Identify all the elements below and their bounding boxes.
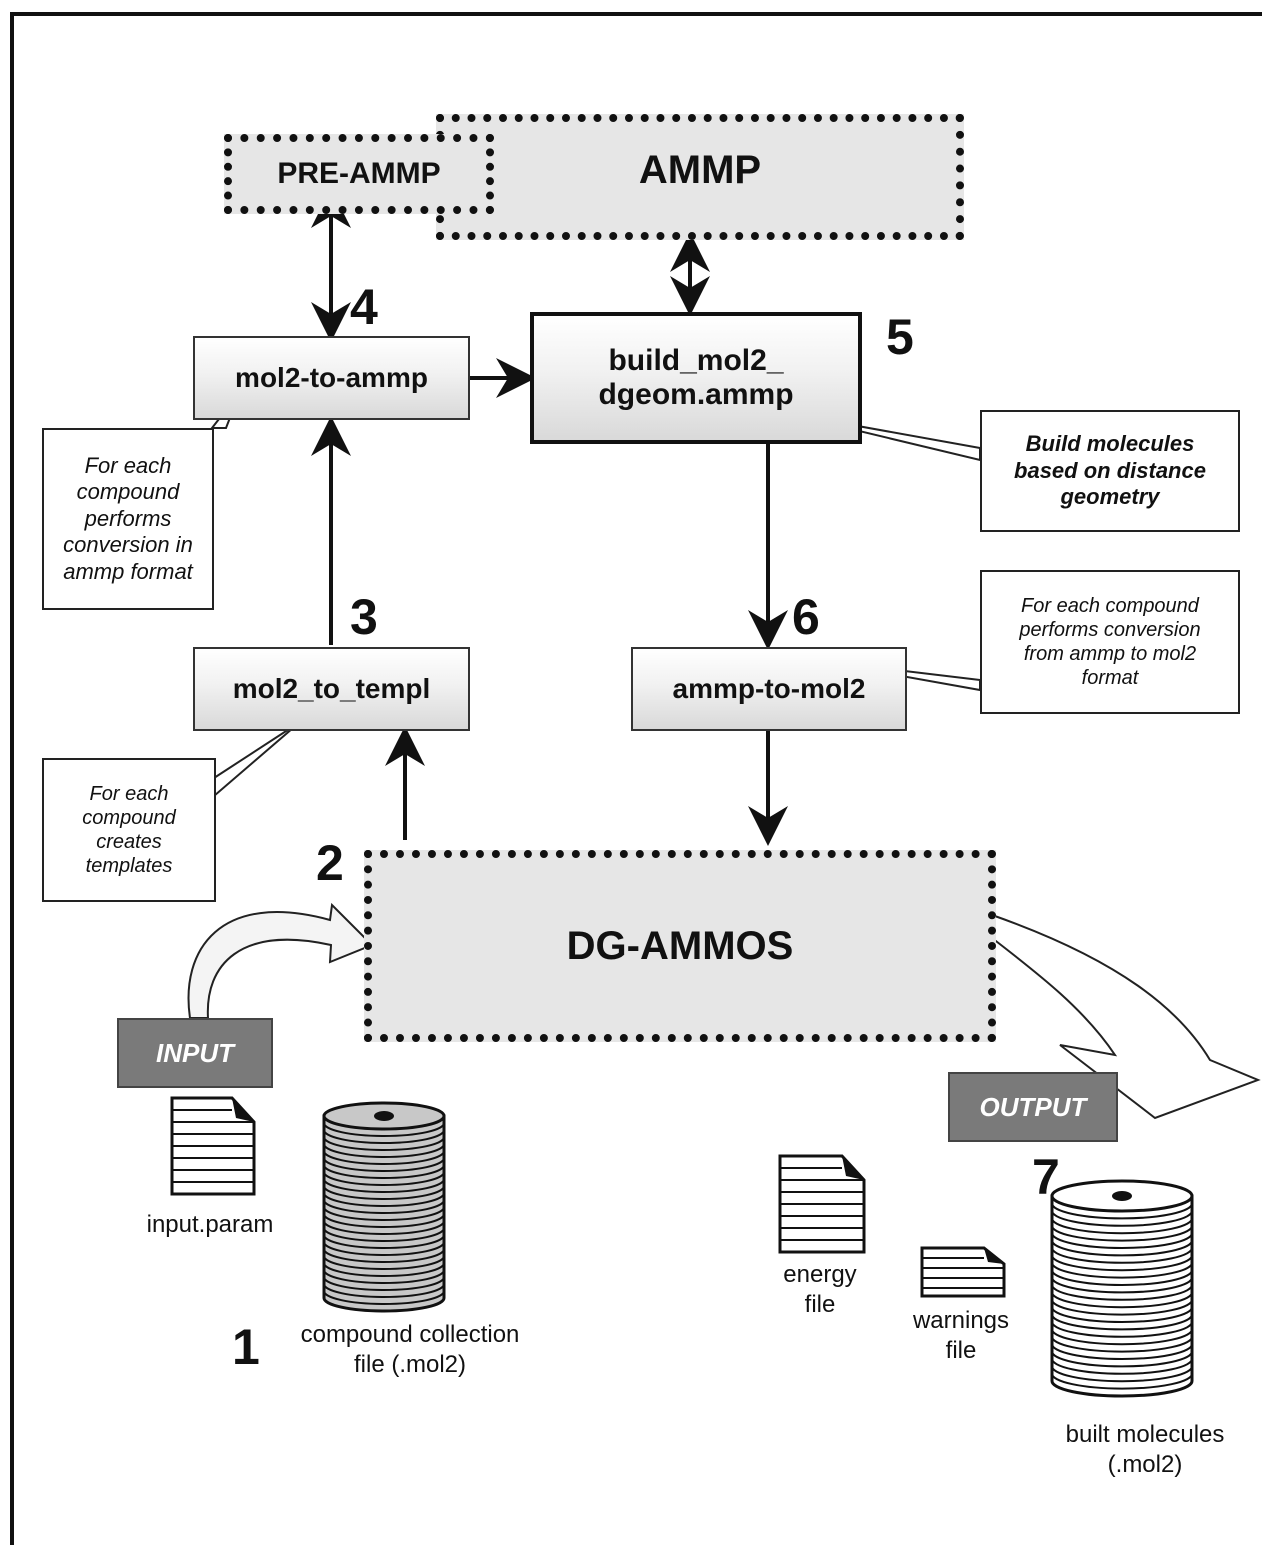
step-number-1: 1 bbox=[232, 1319, 260, 1375]
callout-build-line: Build molecules bbox=[1025, 431, 1195, 457]
callout-build: Build molecules based on distance geomet… bbox=[980, 410, 1240, 532]
outer-frame bbox=[10, 12, 1262, 1545]
callout-mol2-to-ammp: For each compound performs conversion in… bbox=[42, 428, 214, 610]
compound-collection-label: compound collection file (.mol2) bbox=[270, 1320, 550, 1380]
energy-file-label: energy file bbox=[760, 1260, 880, 1320]
node-mol2-to-templ-label: mol2_to_templ bbox=[232, 673, 431, 704]
callout-mol2-to-templ-line: creates bbox=[96, 831, 162, 853]
node-pre-ammp-label: PRE-AMMP bbox=[277, 157, 441, 190]
input-param-doc-icon bbox=[170, 1096, 256, 1196]
step-number-2: 2 bbox=[316, 835, 344, 891]
callout-build-line: based on distance bbox=[1014, 457, 1206, 483]
built-molecules-label-line: (.mol2) bbox=[1107, 1451, 1183, 1478]
node-build-mol2-dgeom: build_mol2_ dgeom.ammp bbox=[530, 312, 862, 444]
warnings-file-label-line: file bbox=[945, 1337, 977, 1364]
callout-pointer-templ bbox=[213, 721, 301, 799]
callout-mol2-to-ammp-line: ammp format bbox=[63, 558, 193, 584]
compound-collection-label-line: file (.mol2) bbox=[353, 1351, 467, 1378]
node-dg-ammos-label: DG-AMMOS bbox=[566, 923, 794, 968]
built-molecules-disk-icon bbox=[1050, 1179, 1194, 1398]
node-mol2-to-ammp: mol2-to-ammp bbox=[193, 336, 470, 420]
step-number-6: 6 bbox=[792, 589, 820, 645]
node-ammp-to-mol2-label: ammp-to-mol2 bbox=[672, 673, 866, 704]
callout-mol2-to-templ-line: compound bbox=[82, 807, 176, 829]
callout-ammp-to-mol2-line: from ammp to mol2 bbox=[1023, 643, 1197, 665]
callout-ammp-to-mol2-line: For each compound bbox=[1021, 595, 1199, 617]
step-number-3: 3 bbox=[350, 589, 378, 645]
step-number-7: 7 bbox=[1032, 1149, 1060, 1205]
node-ammp-label: AMMP bbox=[638, 148, 762, 192]
built-molecules-label: built molecules (.mol2) bbox=[1040, 1420, 1250, 1480]
node-build-label-line2: dgeom.ammp bbox=[598, 378, 794, 411]
compound-collection-disk-icon bbox=[322, 1101, 446, 1313]
callout-ammp-to-mol2-line: performs conversion bbox=[1019, 619, 1201, 641]
callout-ammp-to-mol2-line: format bbox=[1081, 667, 1139, 689]
callout-mol2-to-templ-line: For each bbox=[89, 783, 169, 805]
callout-mol2-to-templ: For each compound creates templates bbox=[42, 758, 216, 902]
output-tag: OUTPUT bbox=[948, 1072, 1118, 1142]
callout-mol2-to-templ-line: templates bbox=[85, 855, 173, 877]
input-flow-arrow bbox=[187, 902, 374, 1019]
node-dg-ammos: DG-AMMOS bbox=[364, 850, 996, 1042]
callout-mol2-to-ammp-line: For each bbox=[84, 453, 172, 479]
callout-mol2-to-ammp-line: compound bbox=[76, 479, 180, 505]
energy-file-label-line: file bbox=[804, 1291, 836, 1318]
callout-ammp-to-mol2: For each compound performs conversion fr… bbox=[980, 570, 1240, 714]
warnings-file-label-line: warnings bbox=[912, 1307, 1010, 1334]
callout-build-line: geometry bbox=[1060, 484, 1160, 510]
energy-file-doc-icon bbox=[778, 1154, 866, 1254]
callout-mol2-to-ammp-line: conversion in bbox=[63, 532, 193, 558]
output-flow-arrow bbox=[991, 913, 1261, 1120]
node-ammp: AMMP bbox=[436, 114, 964, 240]
input-param-label: input.param bbox=[146, 1211, 274, 1238]
node-pre-ammp: PRE-AMMP bbox=[224, 134, 494, 214]
node-mol2-to-ammp-label: mol2-to-ammp bbox=[235, 362, 428, 393]
warnings-file-label: warnings file bbox=[896, 1306, 1026, 1366]
step-number-4: 4 bbox=[350, 279, 378, 335]
callout-mol2-to-ammp-line: performs bbox=[84, 505, 172, 531]
node-mol2-to-templ: mol2_to_templ bbox=[193, 647, 470, 731]
node-build-label-line1: build_mol2_ bbox=[608, 343, 784, 377]
warnings-file-doc-icon bbox=[920, 1246, 1006, 1298]
built-molecules-label-line: built molecules bbox=[1065, 1421, 1225, 1448]
step-number-5: 5 bbox=[886, 309, 914, 365]
node-ammp-to-mol2: ammp-to-mol2 bbox=[631, 647, 907, 731]
energy-file-label-line: energy bbox=[783, 1261, 857, 1288]
input-tag: INPUT bbox=[117, 1018, 273, 1088]
compound-collection-label-line: compound collection bbox=[300, 1321, 520, 1348]
